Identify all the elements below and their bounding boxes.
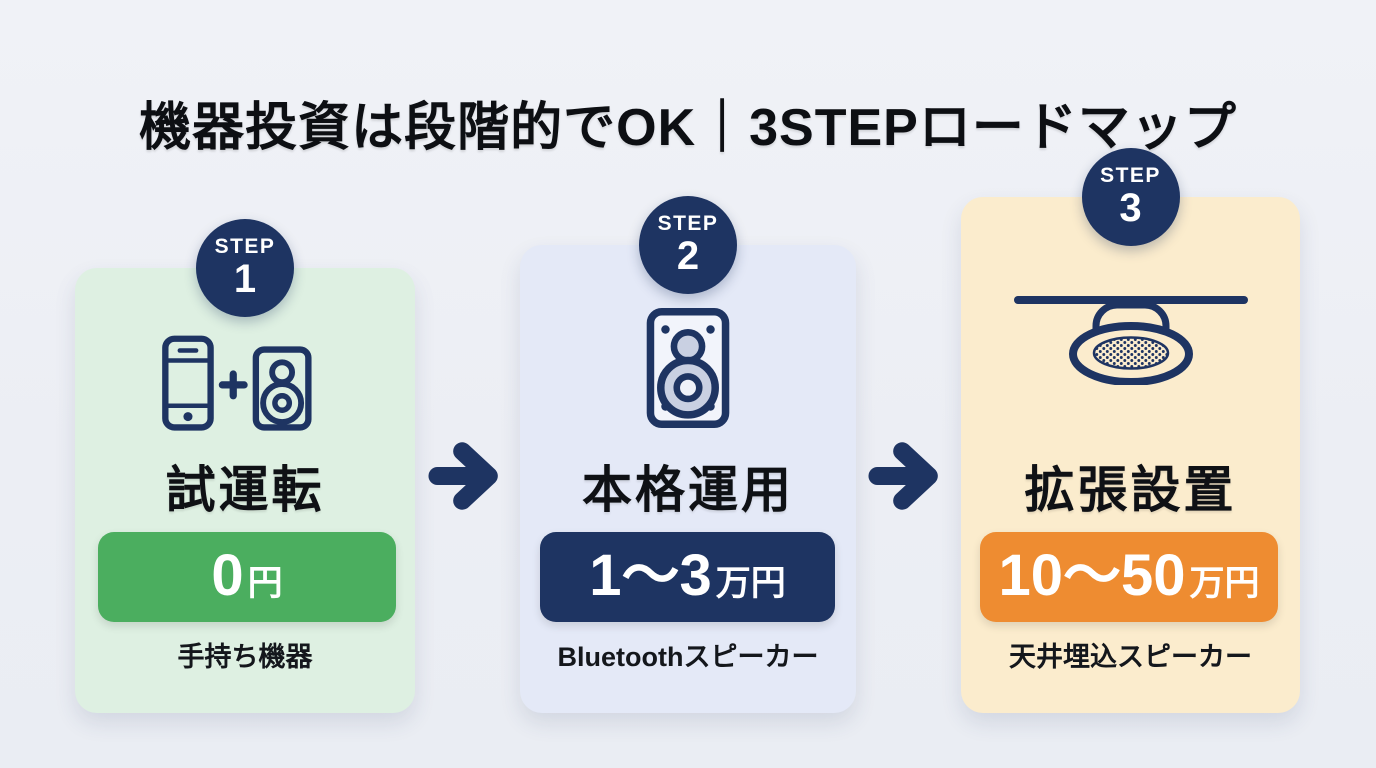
step-1-title: 試運転: [165, 462, 325, 518]
arrow-right-icon: [428, 442, 498, 510]
price-unit: 万円: [715, 564, 786, 603]
badge-step-number: 1: [233, 256, 257, 301]
price-value: 0: [211, 543, 244, 608]
badge-step-label: STEP: [214, 234, 276, 258]
step-3-subtitle: 天井埋込スピーカー: [1009, 642, 1252, 672]
bookshelf-speaker-icon: [646, 307, 731, 434]
badge-step-number: 2: [676, 233, 700, 278]
page-title: 機器投資は段階的でOK｜3STEPロードマップ: [139, 98, 1237, 157]
price-unit: 万円: [1189, 564, 1260, 603]
step-2-subtitle: Bluetoothスピーカー: [557, 642, 819, 672]
badge-step-number: 3: [1119, 185, 1142, 230]
step-2-badge: STEP 2: [639, 196, 737, 294]
smartphone-plus-speaker-icon: [159, 334, 331, 439]
ceiling-speaker-icon: [1011, 275, 1251, 390]
badge-step-label: STEP: [657, 211, 719, 235]
step-3-title: 拡張設置: [1024, 462, 1237, 518]
price-value: 1〜3: [589, 543, 712, 608]
price-value: 10〜50: [998, 543, 1186, 608]
step-1-subtitle: 手持ち機器: [177, 642, 313, 672]
arrow-right-icon: [868, 442, 938, 510]
price-unit: 円: [247, 564, 283, 603]
badge-step-label: STEP: [1100, 163, 1161, 187]
step-2-title: 本格運用: [582, 462, 794, 518]
step-1-badge: STEP 1: [196, 219, 294, 317]
step-3-badge: STEP 3: [1081, 148, 1180, 246]
